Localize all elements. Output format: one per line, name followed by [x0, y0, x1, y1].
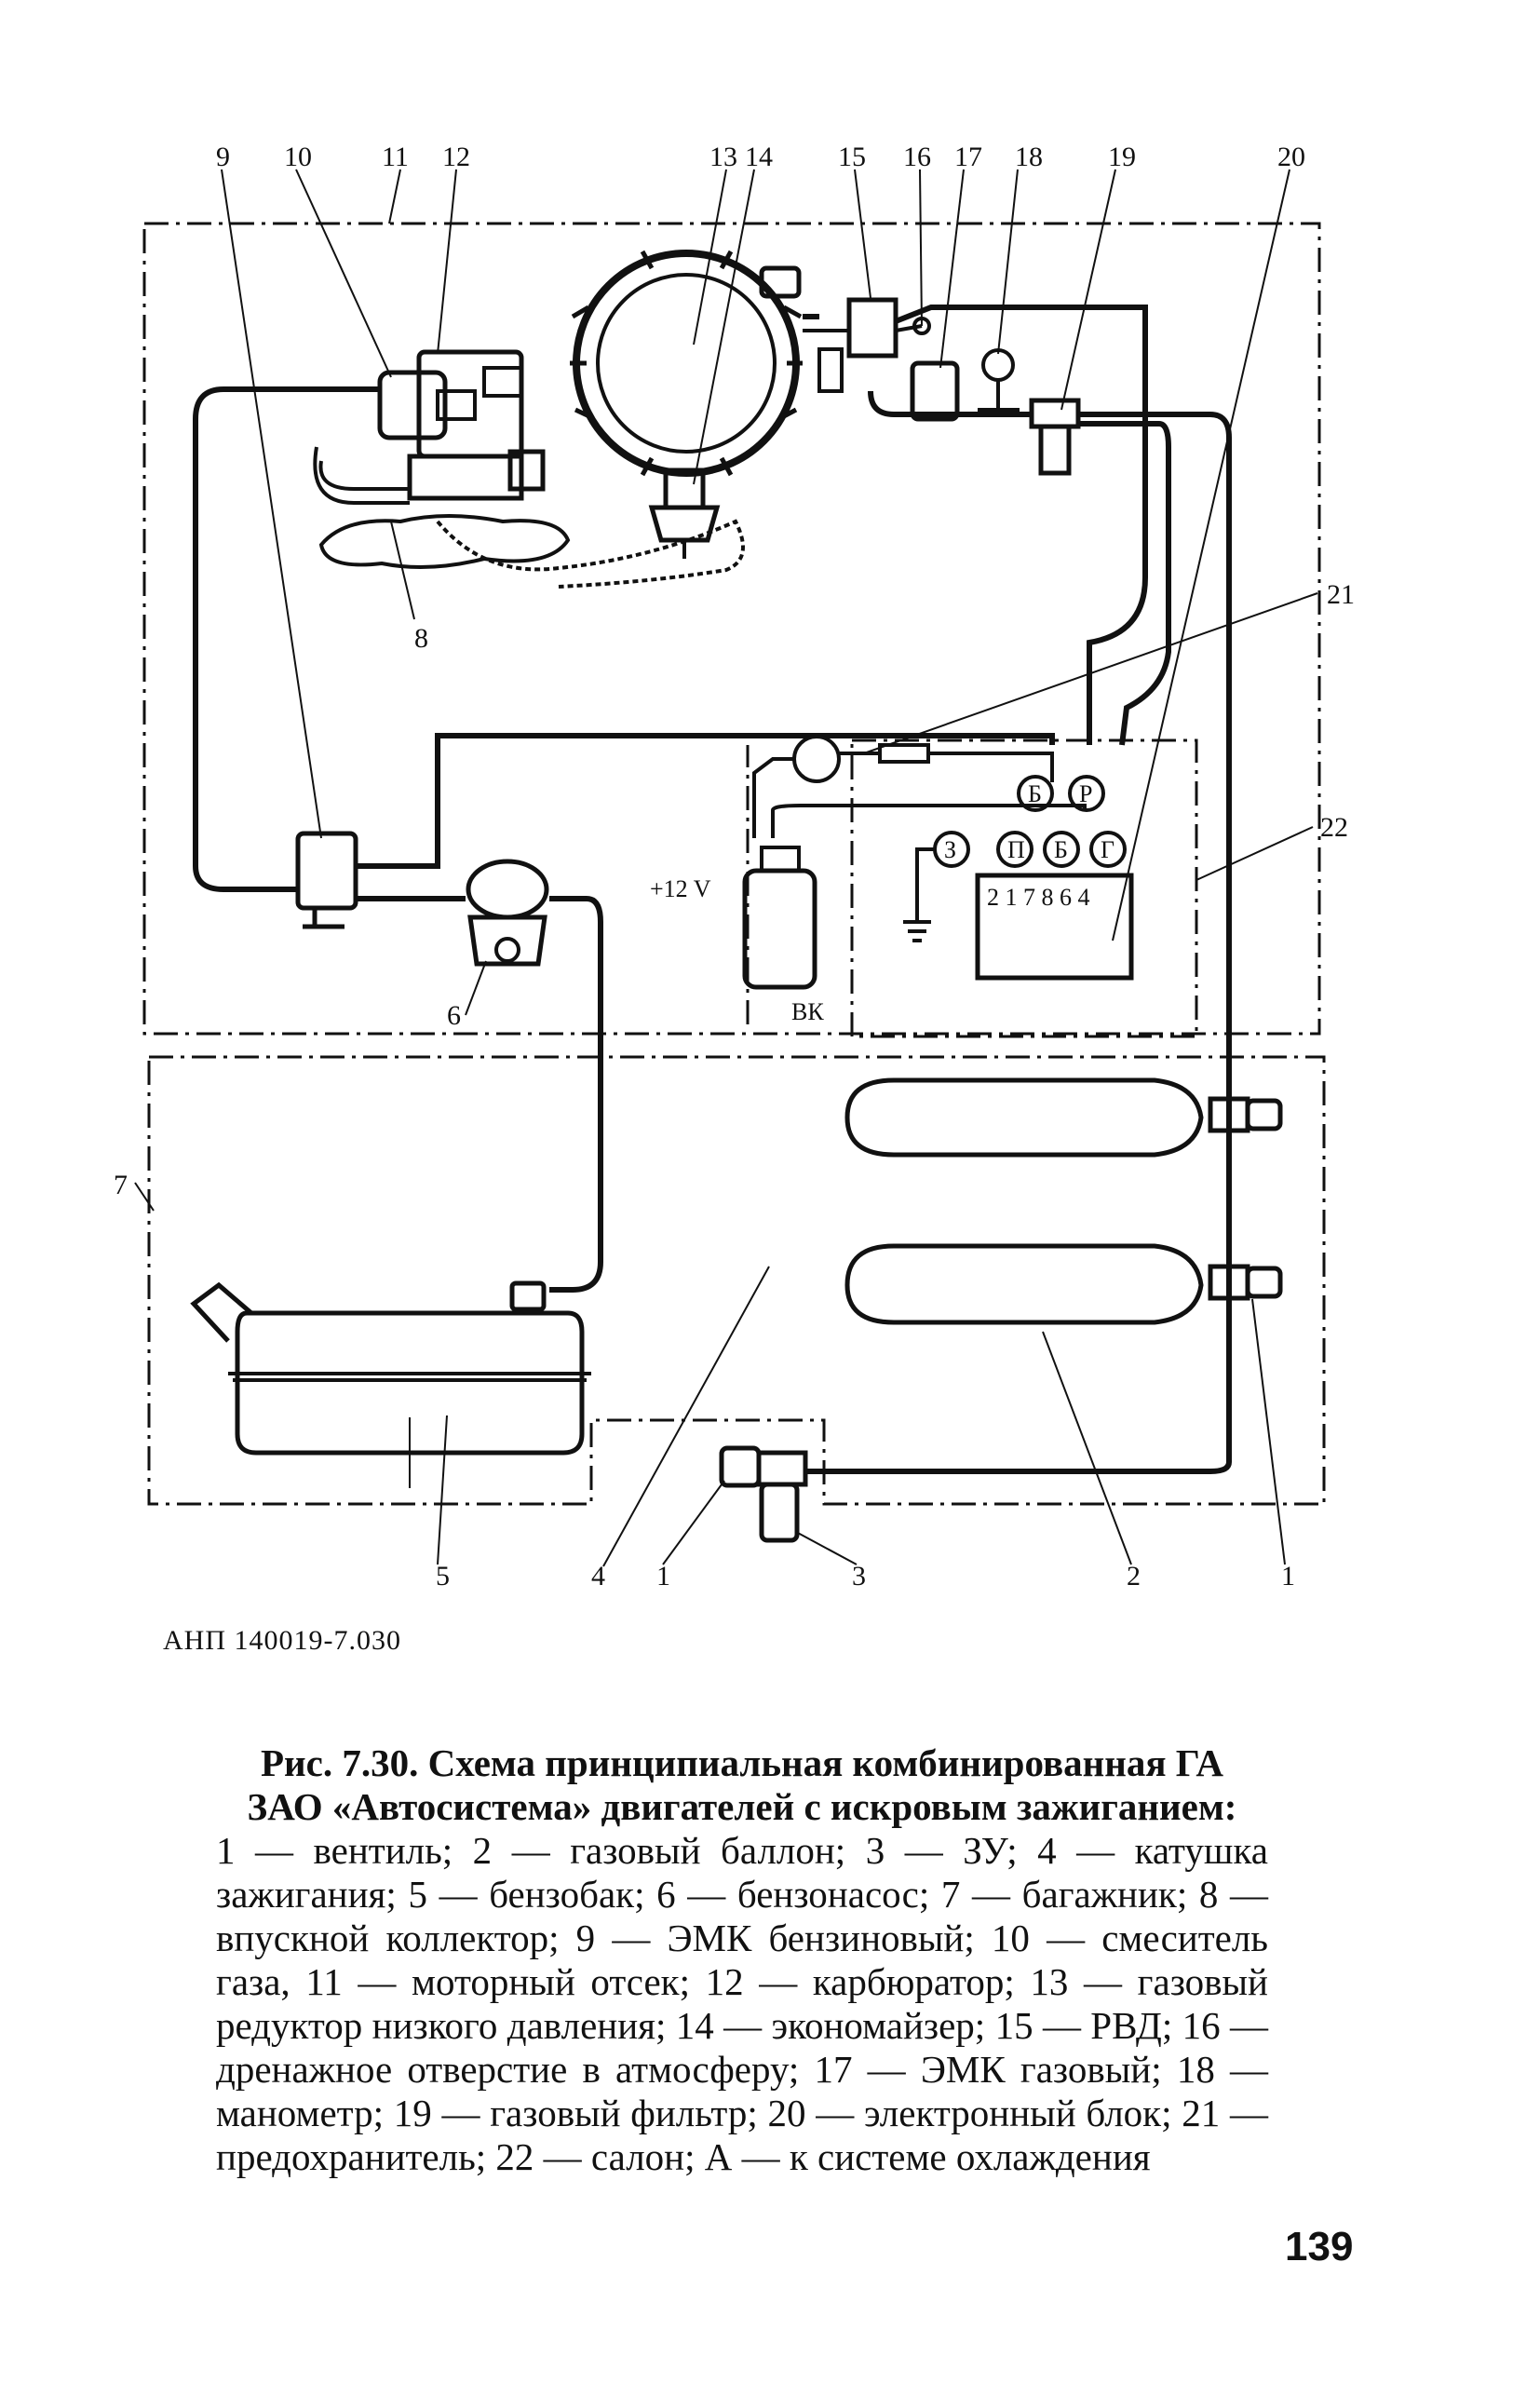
- power-indicator: [792, 735, 841, 783]
- callout-15: 15: [838, 142, 866, 172]
- petrol-tank: [190, 1280, 591, 1456]
- petrol-emk-valve: [295, 831, 358, 929]
- terminal-3: З: [944, 836, 956, 863]
- gas-filter: [1029, 398, 1081, 476]
- vacuum-line: [436, 519, 745, 589]
- gas-system-schematic: +12 V ВК Б Р П Б Г З 2 1 7 8 6 4: [114, 142, 1355, 1592]
- callout-20: 20: [1277, 142, 1305, 172]
- callout-5: 5: [436, 1561, 450, 1592]
- ignition-coil-label: ВК: [791, 998, 824, 1025]
- connector-pins: 2 1 7 8 6 4: [987, 884, 1090, 911]
- terminal-g: Г: [1101, 836, 1114, 863]
- manometer: [978, 348, 1020, 412]
- fuse: [878, 743, 930, 764]
- petrol-line-mid: [354, 733, 1055, 869]
- voltage-label: +12 V: [650, 875, 711, 902]
- callout-12: 12: [442, 142, 470, 172]
- callout-8: 8: [414, 623, 428, 654]
- figure-caption: Рис. 7.30. Схема принципиальная комбинир…: [216, 1741, 1268, 2179]
- callout-7: 7: [114, 1170, 128, 1200]
- filling-device: [719, 1445, 808, 1543]
- terminal-p: Р: [1079, 780, 1092, 807]
- callout-14: 14: [745, 142, 773, 172]
- page-number: 139: [1285, 2224, 1354, 2269]
- caption-title-line1: Рис. 7.30. Схема принципиальная комбинир…: [261, 1741, 1223, 1784]
- gas-line-to-cylinders: [805, 1099, 1232, 1474]
- callout-21: 21: [1327, 579, 1355, 610]
- rvd-valve: [759, 265, 931, 393]
- terminal-b1: Б: [1028, 780, 1042, 807]
- trunk-zone: [147, 1055, 1326, 1506]
- cabin-zone: [850, 738, 1198, 1038]
- terminal-b2: Б: [1054, 836, 1068, 863]
- fuse-wire: [840, 752, 1054, 782]
- gas-reducer: [570, 250, 803, 559]
- caption-title-line2: ЗАО «Автосистема» двигателей с искровым …: [247, 1785, 1237, 1828]
- petrol-line-pump: [354, 896, 603, 1293]
- gas-emk-valve: [910, 360, 960, 422]
- gas-cylinder-upper: [844, 1077, 1283, 1158]
- callout-18: 18: [1015, 142, 1043, 172]
- intake-manifold: [318, 514, 571, 569]
- petrol-line-left: [193, 386, 380, 892]
- gas-line-return: [1078, 421, 1171, 746]
- callout-16: 16: [903, 142, 931, 172]
- ignition-coil: [742, 846, 817, 990]
- callout-1-right: 1: [1281, 1561, 1295, 1592]
- callout-4: 4: [591, 1561, 605, 1592]
- electronic-block: [903, 775, 1134, 981]
- callout-2: 2: [1127, 1561, 1141, 1592]
- leader-lines: [134, 169, 1318, 1567]
- callout-6: 6: [447, 1000, 461, 1031]
- callout-3: 3: [852, 1561, 866, 1592]
- callout-19: 19: [1108, 142, 1136, 172]
- gas-line-top: [803, 305, 1148, 745]
- callout-1-left: 1: [656, 1561, 670, 1592]
- carburettor-assembly: [313, 349, 546, 505]
- callout-9: 9: [216, 142, 230, 172]
- gas-line-filter: [868, 390, 1232, 1099]
- gas-cylinder-lower: [844, 1243, 1283, 1325]
- terminal-p2: П: [1007, 836, 1025, 863]
- engine-compartment-zone: [142, 222, 1321, 1036]
- callout-22: 22: [1320, 812, 1348, 843]
- caption-legend: 1 — вентиль; 2 — газовый баллон; 3 — ЗУ;…: [216, 1829, 1268, 2178]
- callout-13: 13: [709, 142, 737, 172]
- callout-11: 11: [382, 142, 409, 172]
- figure-code: АНП 140019-7.030: [163, 1625, 401, 1656]
- callout-10: 10: [284, 142, 312, 172]
- ignition-wire: [752, 757, 1087, 838]
- petrol-pump: [466, 859, 549, 967]
- callout-17: 17: [954, 142, 982, 172]
